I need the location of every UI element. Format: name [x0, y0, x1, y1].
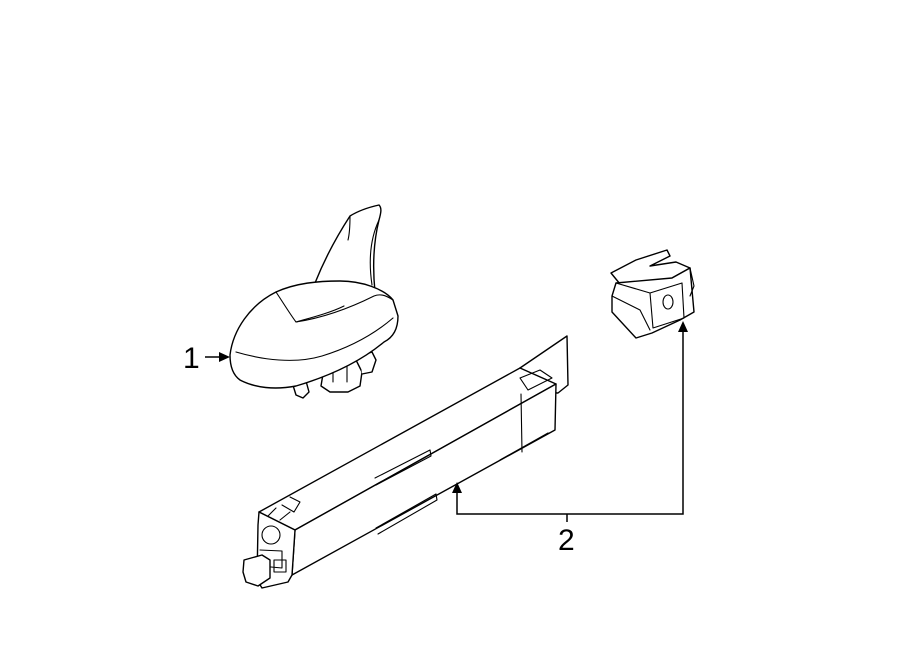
- callout-2-leaders: [452, 321, 688, 522]
- module-connector-port: [261, 525, 281, 545]
- module-front-clip: [242, 554, 271, 587]
- callout-1-label: 1: [183, 342, 200, 375]
- callout-1-arrow: [205, 352, 230, 362]
- antenna-module[interactable]: [242, 335, 569, 589]
- callout-2-label: 2: [558, 524, 575, 557]
- bracket-bolt-hole: [662, 294, 674, 310]
- antenna-fin: [314, 204, 382, 293]
- shark-fin-antenna[interactable]: [229, 204, 399, 399]
- antenna-bracket[interactable]: [610, 249, 695, 339]
